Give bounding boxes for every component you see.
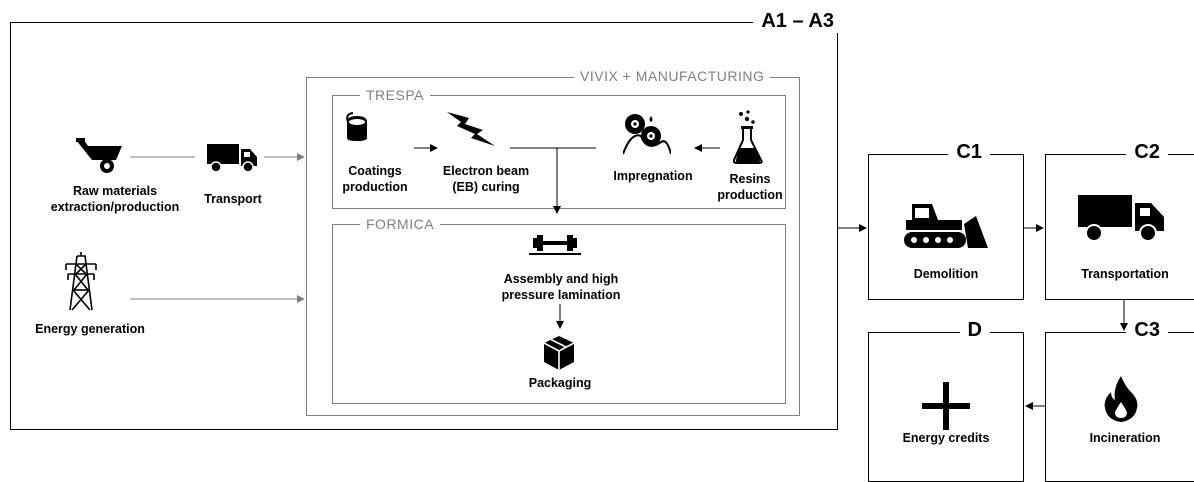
formica-title: FORMICA [360,216,441,232]
raw-materials-label: Raw materials extraction/production [50,184,180,214]
vivix-manufacturing-title: VIVIX + MANUFACTURING [574,68,771,84]
incineration-label: Incineration [1089,431,1161,445]
transportation-label: Transportation [1081,267,1169,281]
wheelbarrow-icon [76,138,122,173]
formica-frame [332,224,786,404]
coatings-production-label: Coatings production [342,164,408,194]
assembly-label: Assembly and high pressure lamination [501,272,621,302]
paint-can-icon [346,112,367,141]
lightning-icon [447,112,495,146]
truck-icon [1078,195,1164,242]
impregnation-label: Impregnation [613,169,693,183]
resins-production-label: Resins production [717,172,783,202]
dumbbell-press-icon [529,235,581,255]
plus-icon [922,382,970,430]
demolition-label: Demolition [913,267,979,281]
d-title: D [959,319,990,342]
power-pylon-icon [65,252,97,311]
connector-lines [130,144,1128,410]
rollers-icon [623,114,671,155]
c1-title: C1 [948,141,990,164]
flask-icon [733,110,763,164]
a1-a3-frame [10,22,838,430]
energy-credits-label: Energy credits [902,431,990,445]
box-icon [543,336,575,370]
transport-label: Transport [204,192,262,206]
trespa-title: TRESPA [360,87,430,103]
bulldozer-icon [904,204,988,248]
c2-box [1045,154,1194,300]
c3-title: C3 [1126,319,1168,342]
eb-curing-label: Electron beam (EB) curing [442,164,530,194]
packaging-label: Packaging [528,376,592,390]
flame-icon [1104,376,1138,422]
c1-box [868,154,1024,300]
truck-icon [207,144,257,173]
a1-a3-title: A1 – A3 [753,10,842,33]
energy-generation-label: Energy generation [35,322,145,336]
c2-title: C2 [1126,141,1168,164]
vivix-manufacturing-frame [306,77,800,416]
